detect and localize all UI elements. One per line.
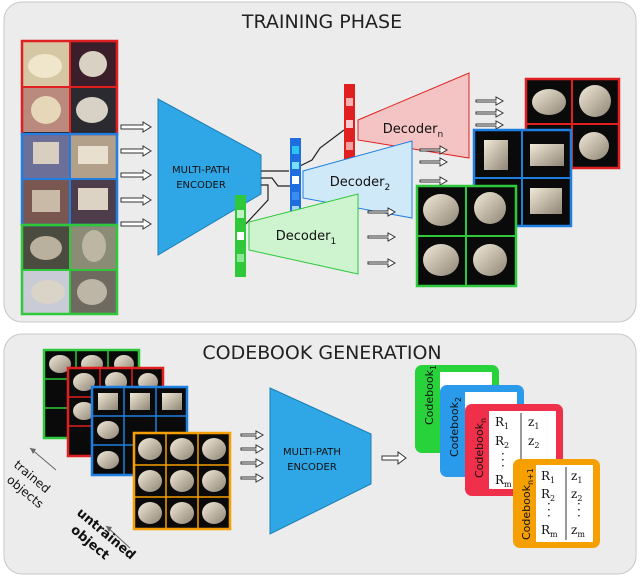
- codebook-encoder-label-2: ENCODER: [287, 462, 337, 473]
- svg-text:·: ·: [547, 497, 551, 511]
- svg-text:·: ·: [577, 509, 581, 523]
- svg-text:Codebookn: Codebookn: [473, 418, 488, 478]
- decoder-1: [248, 193, 359, 275]
- codebook-encoder-label-1: MULTI-PATH: [283, 447, 341, 458]
- training-input-grid: [20, 39, 119, 316]
- svg-text:R1: R1: [541, 469, 555, 485]
- svg-text:R1: R1: [495, 415, 509, 431]
- latent-vector-red: [344, 84, 355, 168]
- svg-text:·: ·: [547, 503, 551, 517]
- svg-text:·: ·: [577, 503, 581, 517]
- decoder-2-label: Decoder2: [330, 175, 390, 193]
- decoder-arrows: [367, 96, 505, 268]
- svg-text:Codebook1: Codebook1: [423, 365, 438, 425]
- svg-text:Codebookn+1: Codebookn+1: [520, 468, 535, 540]
- stacked-grid-orange: [132, 431, 232, 531]
- input-arrows: [120, 121, 152, 230]
- svg-text:zm: zm: [571, 523, 585, 539]
- decoder-2: [302, 140, 413, 219]
- codebook-n-plus-1: Codebookn+1 R1 z1 R2 z2 · · · · · · Rm z…: [513, 459, 600, 548]
- codebook-encoder: [269, 387, 372, 535]
- training-encoder-label-2: ENCODER: [176, 180, 226, 191]
- svg-text:·: ·: [501, 447, 505, 461]
- svg-text:R2: R2: [495, 434, 509, 450]
- training-title: TRAINING PHASE: [241, 11, 402, 33]
- training-encoder-label-1: MULTI-PATH: [172, 165, 230, 176]
- svg-text:z2: z2: [528, 434, 539, 450]
- latent-vector-green: [235, 195, 246, 277]
- latent-vector-blue: [290, 138, 301, 220]
- svg-text:z1: z1: [571, 469, 582, 485]
- svg-text:Rm: Rm: [541, 523, 558, 539]
- decoder-1-label: Decoder1: [276, 229, 336, 247]
- encoder-connectors: [241, 129, 345, 229]
- codebook-input-arrows: [240, 430, 265, 483]
- output-grid-green: [415, 184, 518, 288]
- codebook-output-arrow: [381, 451, 407, 465]
- svg-text:Rm: Rm: [495, 473, 512, 489]
- svg-text:·: ·: [547, 509, 551, 523]
- svg-text:R2: R2: [541, 487, 555, 503]
- codebook-n-tail: · · · Rm: [495, 447, 512, 489]
- training-encoder: [157, 98, 262, 256]
- svg-text:z2: z2: [571, 487, 582, 503]
- svg-text:Codebook2: Codebook2: [448, 397, 463, 457]
- svg-text:·: ·: [501, 459, 505, 473]
- svg-text:·: ·: [577, 497, 581, 511]
- codebook-title: CODEBOOK GENERATION: [202, 342, 441, 364]
- svg-text:·: ·: [501, 453, 505, 467]
- decoder-n-label: Decodern: [383, 122, 443, 140]
- svg-text:z1: z1: [528, 415, 539, 431]
- decoder-n: [357, 72, 470, 159]
